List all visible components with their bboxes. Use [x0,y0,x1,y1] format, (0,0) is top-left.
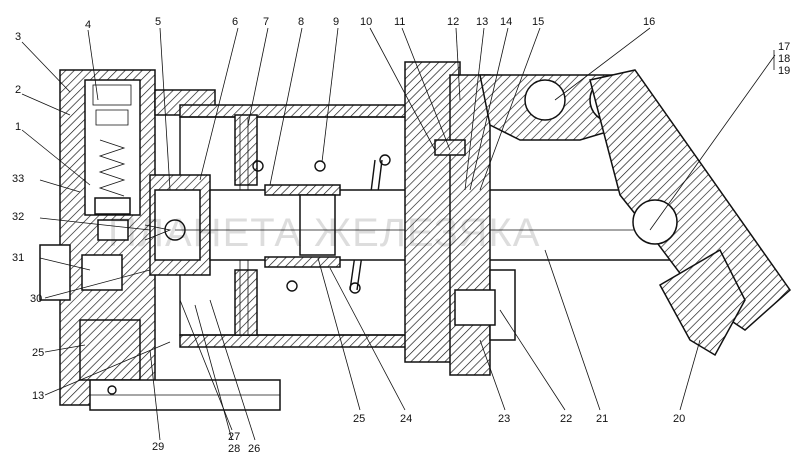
callout-5: 5 [155,16,161,28]
callout-10: 10 [360,16,372,28]
callout-22: 22 [560,413,572,425]
callout-4: 4 [85,19,91,31]
callout-26: 26 [248,443,260,455]
callout-25-left: 25 [32,347,44,359]
callout-11: 11 [394,16,405,28]
callout-31: 31 [12,252,24,264]
callout-19: 19 [778,65,790,77]
callout-3: 3 [15,31,21,43]
callout-28: 28 [228,443,240,455]
callout-12: 12 [447,16,459,28]
callout-14: 14 [500,16,512,28]
callout-16: 16 [643,16,655,28]
valve-body [39,69,281,411]
callout-27: 27 [228,431,240,443]
callout-8: 8 [298,16,304,28]
leader-lines [21,27,776,441]
callout-32: 32 [12,211,24,223]
clevis-arm [479,69,791,357]
callout-labels: 3 4 2 1 5 6 7 8 9 10 11 12 13 14 15 16 1… [12,16,790,455]
callout-20: 20 [673,413,685,425]
callout-2: 2 [15,84,21,96]
callout-9: 9 [333,16,339,28]
callout-21: 21 [596,413,608,425]
callout-17: 17 [778,41,790,53]
callout-24: 24 [400,413,412,425]
callout-33: 33 [12,173,24,185]
callout-6: 6 [232,16,238,28]
watermark: ПЛАНЕТА ЖЕЛЕЗЯКА [108,211,540,255]
callout-13-top: 13 [476,16,488,28]
piston [144,174,211,276]
callout-23: 23 [498,413,510,425]
callout-1: 1 [15,121,21,133]
end-cap [404,61,516,376]
callout-18: 18 [778,53,790,65]
callout-7: 7 [263,16,269,28]
cylinder-barrel [179,104,446,348]
callout-25-bottom: 25 [353,413,365,425]
callout-29: 29 [152,441,164,453]
callout-13-left: 13 [32,390,44,402]
callout-30: 30 [30,293,42,305]
callout-15: 15 [532,16,544,28]
